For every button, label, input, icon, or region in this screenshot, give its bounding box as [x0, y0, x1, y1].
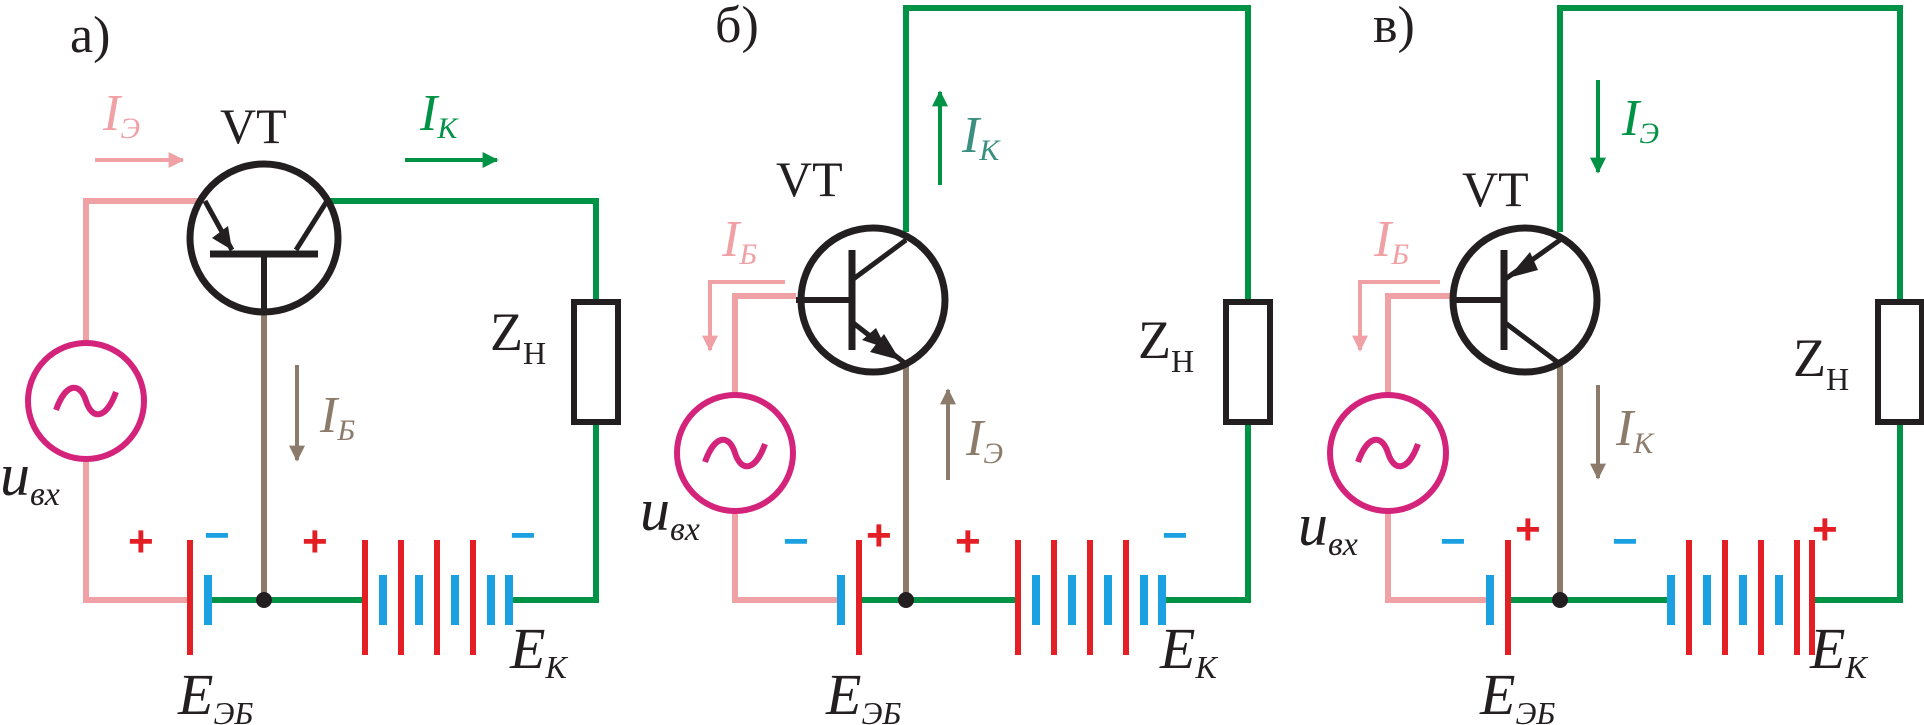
- battery-icon: [1015, 540, 1166, 655]
- panel-a: а) VT uвх ZН + − EЭБ: [0, 7, 621, 725]
- panel-label: в): [1373, 0, 1415, 54]
- ac-source-icon: [674, 392, 796, 514]
- supply-battery-label: EК: [509, 616, 568, 685]
- supply-battery-label: EК: [1159, 616, 1218, 685]
- panel-label: а): [70, 7, 110, 64]
- ac-source-icon: [25, 340, 147, 462]
- base-current-arrow-icon: [1352, 280, 1440, 352]
- bias-plus-sign: +: [128, 517, 154, 566]
- bias-battery-label: EЭБ: [177, 662, 253, 725]
- bias-plus-sign: +: [866, 511, 892, 560]
- bias-plus-sign: +: [1515, 505, 1541, 554]
- supply-plus-sign: +: [302, 517, 328, 566]
- collector-current-label: IК: [419, 85, 459, 145]
- battery-icon: [362, 540, 513, 655]
- transistor-label: VT: [1462, 161, 1529, 217]
- junction-node: [1552, 592, 1568, 608]
- emitter-current-label: IЭ: [965, 410, 1003, 470]
- supply-minus-sign: −: [1612, 517, 1638, 566]
- battery-icon: [1667, 540, 1815, 655]
- load-label: ZН: [490, 302, 546, 371]
- supply-battery-label: EК: [1809, 616, 1868, 685]
- junction-node: [898, 592, 914, 608]
- collector-current-label: IК: [961, 107, 1001, 167]
- supply-minus-sign: −: [510, 511, 536, 560]
- base-current-label: IБ: [1373, 211, 1409, 271]
- bias-minus-sign: −: [783, 517, 809, 566]
- junction-node: [256, 592, 272, 608]
- output-wire: [903, 5, 1251, 603]
- transistor-icon: [796, 224, 949, 376]
- input-voltage-label: uвх: [1298, 492, 1358, 563]
- battery-icon: [837, 540, 862, 655]
- supply-plus-sign: +: [1812, 505, 1838, 554]
- resistor-icon: [571, 299, 621, 425]
- load-label: ZН: [1138, 310, 1194, 379]
- resistor-icon: [1875, 299, 1924, 425]
- bias-minus-sign: −: [1440, 517, 1466, 566]
- transistor-icon: [1449, 224, 1601, 376]
- base-current-arrow-icon: [702, 280, 785, 352]
- transistor-label: VT: [776, 151, 843, 207]
- resistor-icon: [1223, 299, 1273, 425]
- supply-minus-sign: −: [1162, 511, 1188, 560]
- panel-b: б) VT uвх ZН − +: [640, 0, 1273, 725]
- transistor-label: VT: [220, 98, 287, 154]
- battery-icon: [187, 540, 212, 655]
- panel-c: в) VT uвх ZН − + EЭБ: [1298, 0, 1924, 725]
- load-label: ZН: [1793, 328, 1849, 397]
- supply-plus-sign: +: [955, 517, 981, 566]
- bias-battery-label: EЭБ: [825, 662, 901, 725]
- input-voltage-label: uвх: [0, 442, 60, 513]
- collector-current-label: IК: [1615, 400, 1655, 460]
- input-voltage-label: uвх: [640, 477, 700, 548]
- bias-battery-label: EЭБ: [1479, 662, 1555, 725]
- transistor-icon: [186, 160, 342, 316]
- base-current-label: IБ: [319, 387, 355, 447]
- bias-minus-sign: −: [204, 511, 230, 560]
- base-current-label: IБ: [721, 211, 757, 271]
- emitter-current-label: IЭ: [1621, 90, 1659, 150]
- panel-label: б): [715, 0, 759, 54]
- battery-icon: [1486, 540, 1511, 655]
- ac-source-icon: [1327, 392, 1449, 514]
- emitter-current-label: IЭ: [102, 85, 140, 145]
- output-wire: [1557, 5, 1903, 603]
